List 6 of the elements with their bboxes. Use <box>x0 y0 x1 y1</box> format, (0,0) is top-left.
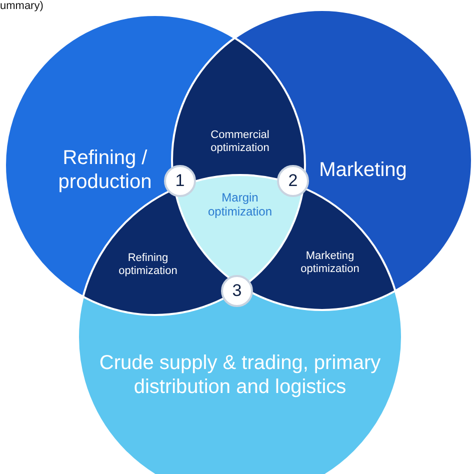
circle-label: Crude supply & trading, primary distribution and logistics <box>70 351 410 399</box>
region-label: Commercial optimization <box>190 128 290 156</box>
region-label: Marketing optimization <box>275 250 385 276</box>
note-text: ummary) <box>0 0 44 12</box>
region-label: Refining optimization <box>98 252 198 278</box>
circle-label: Refining / production <box>50 146 160 194</box>
